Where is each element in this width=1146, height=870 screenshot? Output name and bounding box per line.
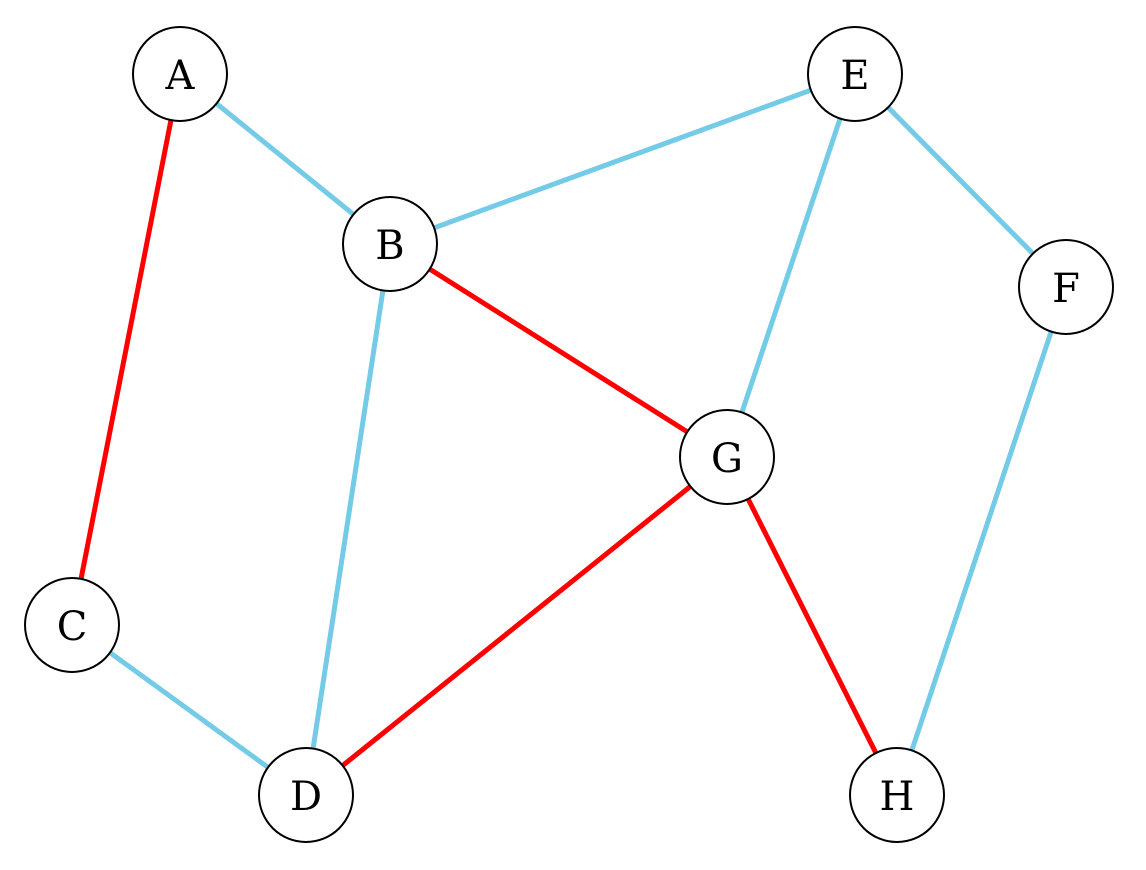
node-circle (849, 747, 945, 843)
edge-b-g (388, 241, 729, 460)
node-b: B (342, 196, 438, 292)
node-g: G (679, 409, 775, 505)
node-h: H (849, 747, 945, 843)
node-circle (342, 196, 438, 292)
node-label: C (57, 604, 88, 650)
node-circle (807, 26, 903, 122)
edge-b-d (303, 243, 393, 796)
node-c: C (24, 577, 120, 673)
node-label: F (1052, 266, 1080, 312)
edge-b-e (389, 71, 856, 247)
node-f: F (1018, 239, 1114, 335)
node-circle (24, 577, 120, 673)
edges-layer (69, 71, 1069, 798)
edge-e-f (853, 72, 1068, 289)
node-label: H (880, 774, 915, 820)
node-label: B (375, 223, 404, 269)
nodes-layer: A B C D E F G H (24, 26, 1114, 843)
edge-a-c (69, 73, 183, 626)
node-circle (258, 747, 354, 843)
edge-f-h (894, 286, 1069, 796)
node-circle (679, 409, 775, 505)
node-circle (1018, 239, 1114, 335)
node-a: A (132, 26, 228, 122)
edge-g-h (724, 455, 900, 797)
node-d: D (258, 747, 354, 843)
edge-d-g (304, 455, 729, 797)
node-label: D (290, 774, 322, 820)
edge-e-g (724, 73, 858, 458)
node-label: G (711, 436, 743, 482)
node-e: E (807, 26, 903, 122)
node-label: A (165, 53, 196, 99)
node-circle (132, 26, 228, 122)
node-label: E (840, 53, 869, 99)
edge-c-d (70, 622, 308, 798)
